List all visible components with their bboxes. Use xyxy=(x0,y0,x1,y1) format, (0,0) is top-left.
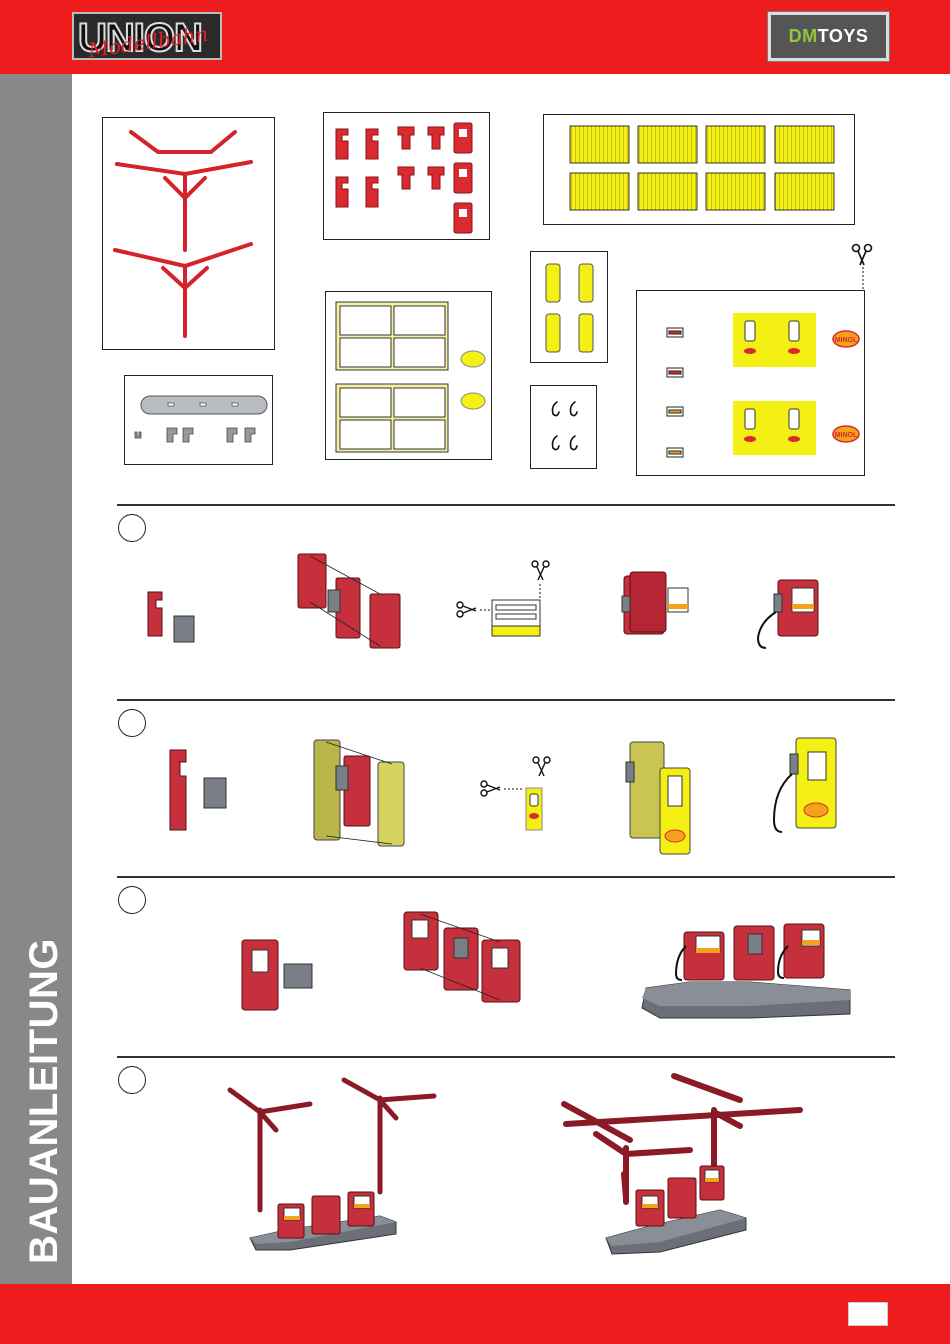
parts-sheet-window-frames xyxy=(325,291,492,460)
step-number-1 xyxy=(118,514,146,542)
base-plate-drawing xyxy=(125,376,274,466)
dmtoys-logo-dm: DM xyxy=(789,26,818,47)
parts-sheet-hoses xyxy=(530,385,597,469)
parts-sheet-yellow-strips xyxy=(530,251,608,363)
window-frames-drawing xyxy=(326,292,493,461)
parts-sheet-yellow-panels xyxy=(543,114,855,225)
canopy-frame-parts-drawing xyxy=(103,118,276,351)
step-number-3 xyxy=(118,886,146,914)
step-divider-3 xyxy=(117,876,895,878)
union-modellbahn-logo: UNION Modellbahn xyxy=(72,12,222,60)
step-divider-2 xyxy=(117,699,895,701)
scissors-icon xyxy=(850,243,874,293)
step-divider-1 xyxy=(117,504,895,506)
parts-sheet-canopy-frames xyxy=(102,117,275,350)
parts-sheet-base-plate xyxy=(124,375,273,465)
minol-logo-top: MINOL xyxy=(833,331,859,347)
parts-sheet-pump-bodies xyxy=(323,112,490,240)
step-3-illustration xyxy=(230,906,860,1030)
pump-body-parts-drawing xyxy=(324,113,491,241)
footer-bar xyxy=(0,1284,950,1344)
step-1-illustration xyxy=(130,550,870,660)
step-2-illustration xyxy=(130,732,870,860)
yellow-panels-drawing xyxy=(544,115,856,226)
step-4-illustration xyxy=(220,1070,810,1260)
hoses-drawing xyxy=(531,386,598,470)
step-number-4 xyxy=(118,1066,146,1094)
minol-label-top: MINOL xyxy=(835,337,858,344)
parts-sheet-decals: MINOL MINOL xyxy=(636,290,865,476)
dmtoys-logo-toys: TOYS xyxy=(818,26,869,47)
minol-logo-bottom: MINOL xyxy=(833,426,859,442)
step-divider-4 xyxy=(117,1056,895,1058)
page-number-badge xyxy=(848,1302,888,1326)
yellow-strips-drawing xyxy=(531,252,609,364)
decals-drawing: MINOL MINOL xyxy=(637,291,866,477)
sidebar-title: BAUANLEITUNG xyxy=(22,938,67,1264)
minol-label-bottom: MINOL xyxy=(835,432,858,439)
